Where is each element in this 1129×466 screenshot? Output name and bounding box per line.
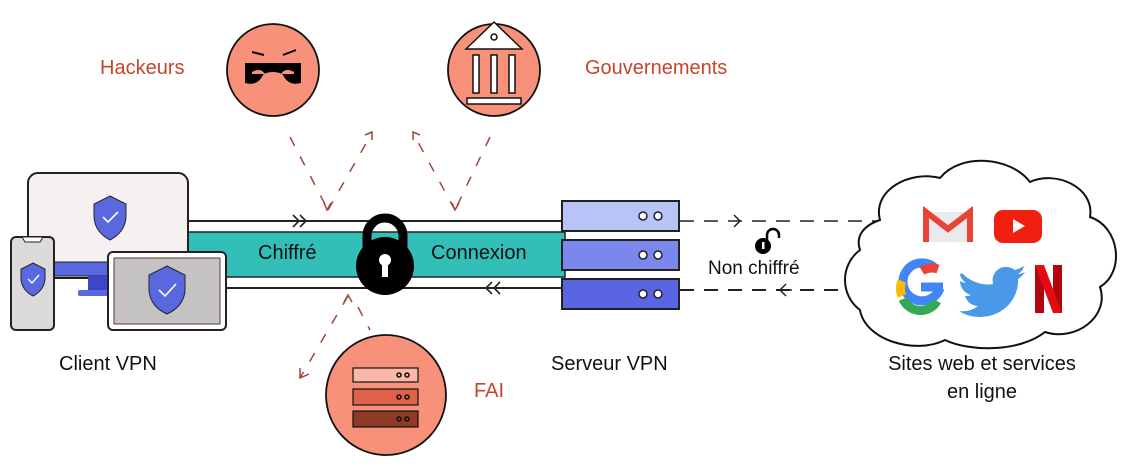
arrow-head-icon [343,293,353,303]
client-devices [10,172,227,331]
arrow-head-icon [451,202,460,212]
shield-check-icon [20,262,46,297]
arrow-head-icon [299,368,310,380]
backward-arrow-icon [484,281,501,295]
threat-hackers [226,23,320,117]
interception-arrows [289,132,491,379]
client-vpn-label: Client VPN [59,353,157,375]
threat-government [447,20,541,117]
unencrypted-link [680,214,880,297]
sites-label-line2: en ligne [946,381,1018,403]
arrow-head-icon [323,202,332,212]
threat-isp [325,334,447,456]
forward-arrow-icon [292,214,308,228]
vpn-server-icon [561,200,680,310]
threat-label-government: Gouvernements [585,57,728,79]
arrow-head-icon [364,130,373,140]
unencrypted-label: Non chiffré [708,258,800,279]
padlock-open-icon [755,227,781,254]
shield-check-icon [148,265,186,315]
server-stack-icon [352,367,419,428]
gmail-icon [923,205,973,242]
google-icon [896,258,945,316]
forward-arrow-icon [733,214,742,228]
tunnel-label-encrypted: Chiffré [258,242,317,264]
padlock-locked-icon [356,213,414,295]
netflix-icon [1035,265,1062,313]
government-building-icon [464,20,524,105]
backward-arrow-icon [778,283,792,297]
youtube-icon [994,210,1042,243]
mask-icon [245,49,301,84]
threat-label-isp: FAI [474,380,505,402]
cloud [844,159,1117,350]
arrow-head-icon [412,130,421,140]
threat-label-hackers: Hackeurs [100,57,185,79]
shield-check-icon [93,195,127,241]
tunnel-label-connection: Connexion [431,242,527,264]
sites-label-line1: Sites web et services [888,353,1076,375]
twitter-icon [959,266,1025,317]
server-vpn-label: Serveur VPN [551,353,668,375]
